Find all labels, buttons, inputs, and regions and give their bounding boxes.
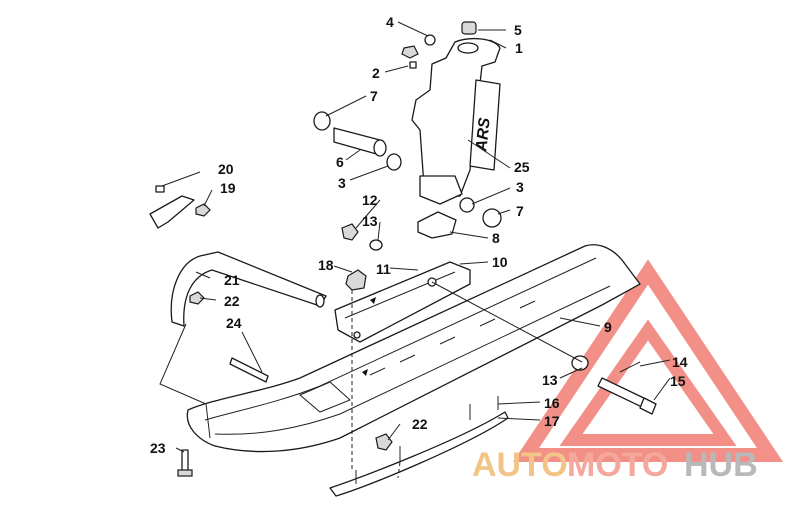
nut-18 — [345, 269, 367, 291]
cap-5 — [461, 21, 477, 35]
bolt-24 — [229, 357, 269, 383]
watermark-hub: HUB — [684, 446, 758, 484]
callout-13b: 13 — [542, 372, 558, 388]
callout-12: 12 — [362, 192, 378, 208]
bolt-20 — [155, 185, 165, 193]
ski — [186, 244, 641, 453]
callout-7a: 7 — [370, 88, 378, 104]
saddle-arrow — [370, 297, 376, 304]
bushing-7a — [313, 111, 331, 131]
spindle: ARS — [411, 37, 501, 205]
watermark-moto: MOTO — [567, 446, 668, 484]
ski-saddle-pocket — [299, 381, 351, 413]
handle-21 — [170, 251, 327, 327]
handle-end — [315, 294, 325, 308]
spindle-top — [457, 42, 479, 54]
callout-25: 25 — [514, 159, 530, 175]
pin-14 — [619, 361, 641, 373]
studs-16 — [355, 396, 499, 484]
bracket — [149, 195, 195, 229]
washer-13a — [369, 239, 383, 251]
spindle-decal-area — [469, 79, 501, 171]
ski-saddle — [334, 261, 471, 376]
callout-21: 21 — [224, 272, 240, 288]
washer-4 — [424, 34, 436, 46]
callout-9: 9 — [604, 319, 612, 335]
callout-6: 6 — [336, 154, 344, 170]
callout-2: 2 — [372, 65, 380, 81]
callout-17: 17 — [544, 413, 560, 429]
ski-arrow — [362, 369, 368, 376]
bushing-3a — [386, 153, 402, 171]
callout-3b: 3 — [516, 179, 524, 195]
callout-15: 15 — [670, 373, 686, 389]
ski-ribs — [369, 300, 536, 376]
callout-1: 1 — [515, 40, 523, 56]
spindle-body — [411, 37, 501, 199]
callout-4: 4 — [386, 14, 394, 30]
ski-keel-line — [214, 285, 611, 435]
ski-body — [186, 244, 641, 453]
bushing-3b — [459, 197, 475, 213]
callout-labels: 5 1 4 2 7 6 3 25 3 7 8 10 12 13 11 18 9 … — [150, 14, 688, 456]
callout-22a: 22 — [224, 293, 240, 309]
nut-4 — [401, 45, 419, 59]
callout-11: 11 — [376, 261, 391, 277]
callout-13a: 13 — [362, 213, 378, 229]
nut-22a — [189, 291, 205, 305]
washer-13b — [571, 355, 589, 371]
callout-23: 23 — [150, 440, 166, 456]
saddle-ridge — [344, 271, 456, 319]
nut-22b — [375, 433, 393, 451]
bolt-23-head — [177, 469, 193, 477]
spindle-decal-text: ARS — [473, 117, 494, 154]
saddle-hole-2 — [353, 331, 361, 339]
callout-3a: 3 — [338, 175, 346, 191]
nut-19 — [195, 203, 211, 217]
watermark-auto: AUTO — [472, 446, 568, 484]
bumper-8 — [417, 211, 457, 239]
callout-22b: 22 — [412, 416, 428, 432]
callout-20: 20 — [218, 161, 234, 177]
callout-18: 18 — [318, 257, 334, 273]
callout-19: 19 — [220, 180, 236, 196]
callout-14: 14 — [672, 354, 688, 370]
callout-8: 8 — [492, 230, 500, 246]
spacer-6-end — [373, 139, 387, 157]
spindle-base — [419, 175, 463, 205]
callout-10: 10 — [492, 254, 508, 270]
nut-12 — [341, 223, 359, 241]
callout-16: 16 — [544, 395, 560, 411]
callout-7b: 7 — [516, 203, 524, 219]
callout-5: 5 — [514, 22, 522, 38]
bushing-7b — [482, 208, 502, 228]
watermark-text: AUTO MOTO HUB — [472, 446, 758, 484]
bolt-15-head — [639, 397, 657, 415]
hardware — [149, 21, 657, 497]
leader-lines — [159, 21, 671, 479]
fitting-2 — [409, 61, 417, 69]
callout-24: 24 — [226, 315, 242, 331]
spacer-6 — [333, 127, 381, 156]
